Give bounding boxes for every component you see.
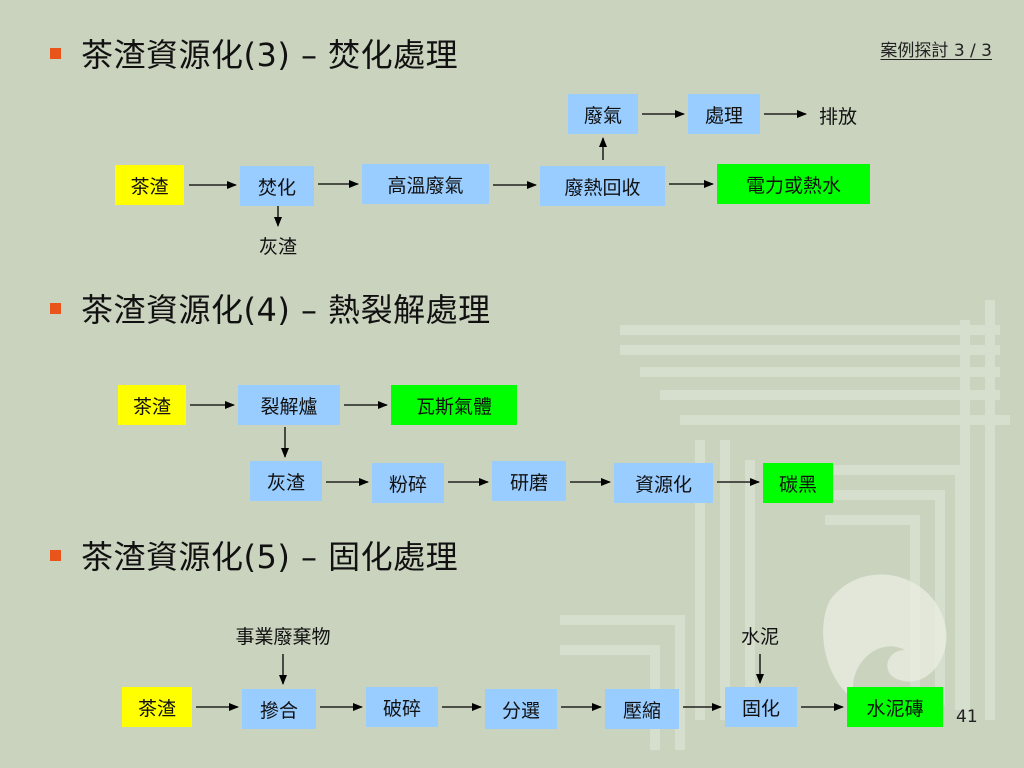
node-carbon-black: 碳黑 bbox=[763, 463, 833, 503]
node-compress: 壓縮 bbox=[605, 689, 679, 729]
section-heading-solidification: 茶渣資源化(5) – 固化處理 bbox=[50, 533, 458, 577]
section-title: 茶渣資源化(4) – 熱裂解處理 bbox=[81, 291, 491, 329]
node-blend: 摻合 bbox=[242, 689, 316, 729]
section-heading-pyrolysis: 茶渣資源化(4) – 熱裂解處理 bbox=[50, 286, 491, 330]
node-hot-exhaust-gas: 高溫廢氣 bbox=[362, 164, 489, 204]
section-title: 茶渣資源化(5) – 固化處理 bbox=[81, 538, 459, 576]
node-gas: 瓦斯氣體 bbox=[391, 385, 517, 425]
node-crush: 破碎 bbox=[366, 687, 438, 727]
node-tea-residue: 茶渣 bbox=[115, 165, 184, 205]
node-tea-residue: 茶渣 bbox=[118, 385, 186, 425]
page-number: 41 bbox=[956, 707, 978, 727]
node-waste-gas: 廢氣 bbox=[568, 94, 638, 134]
node-resource-recovery: 資源化 bbox=[614, 463, 713, 503]
node-waste-heat-recovery: 廢熱回收 bbox=[540, 166, 665, 206]
node-solidify: 固化 bbox=[725, 687, 797, 727]
node-ash: 灰渣 bbox=[250, 461, 322, 501]
square-bullet-icon bbox=[50, 549, 61, 561]
section-heading-incineration: 茶渣資源化(3) – 焚化處理 bbox=[50, 31, 458, 75]
node-sort: 分選 bbox=[485, 689, 557, 729]
square-bullet-icon bbox=[50, 302, 61, 314]
square-bullet-icon bbox=[50, 47, 61, 59]
label-cement: 水泥 bbox=[740, 625, 779, 648]
case-study-label: 案例探討 3 / 3 bbox=[880, 41, 992, 61]
node-treatment: 處理 bbox=[688, 94, 760, 134]
node-tea-residue: 茶渣 bbox=[122, 687, 192, 727]
label-discharge: 排放 bbox=[818, 105, 857, 128]
label-ash: 灰渣 bbox=[258, 235, 297, 258]
label-business-waste: 事業廢棄物 bbox=[235, 625, 331, 648]
node-power-or-hot-water: 電力或熱水 bbox=[717, 164, 870, 204]
node-incineration: 焚化 bbox=[240, 166, 314, 206]
node-grind: 研磨 bbox=[492, 461, 566, 501]
node-cement-brick: 水泥磚 bbox=[847, 687, 943, 727]
section-title: 茶渣資源化(3) – 焚化處理 bbox=[81, 36, 459, 74]
node-crush: 粉碎 bbox=[372, 463, 444, 503]
node-pyrolysis-furnace: 裂解爐 bbox=[238, 385, 340, 425]
